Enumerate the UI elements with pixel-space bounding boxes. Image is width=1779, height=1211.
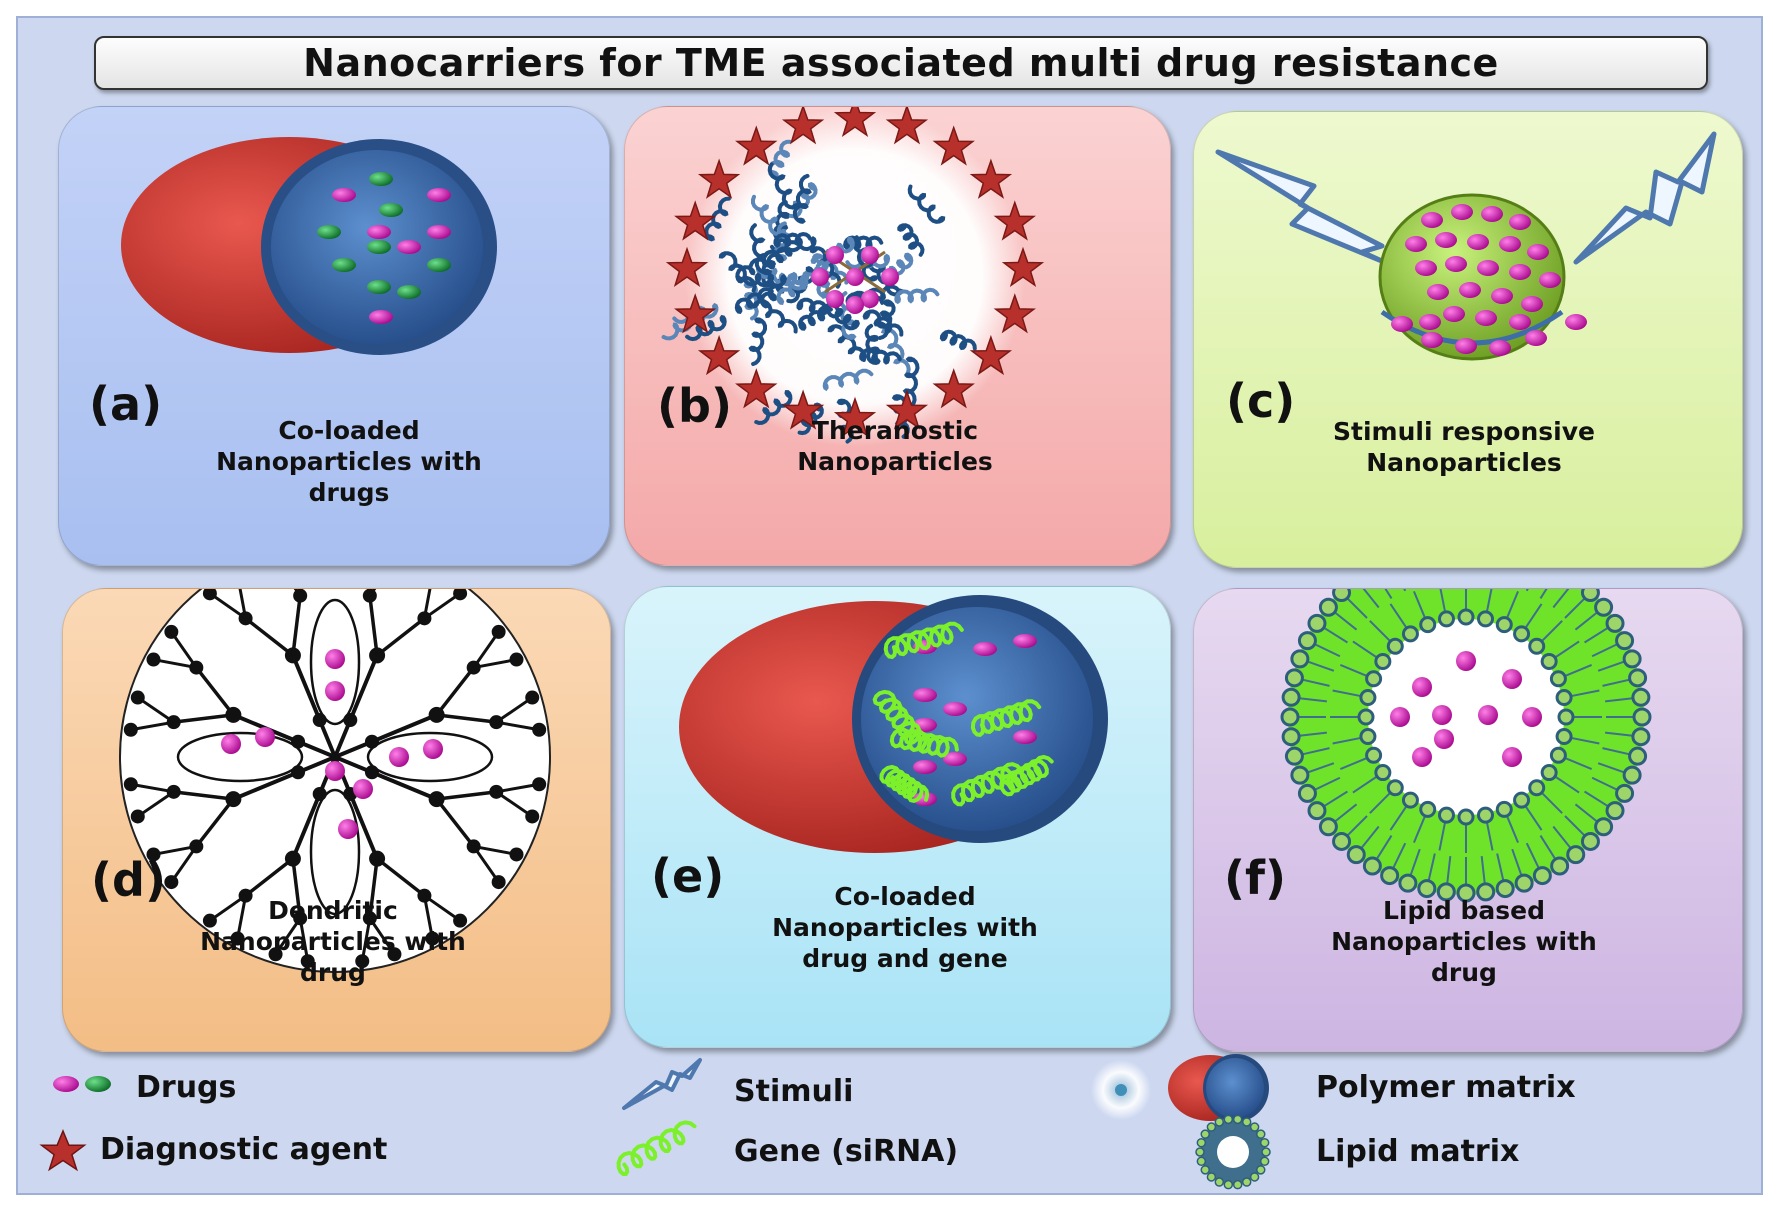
stimuli-bolt-icon <box>622 1058 702 1110</box>
lipid-heads-and-tails <box>1280 589 1652 903</box>
stimuli-responsive-illustration <box>1215 131 1717 361</box>
panel-label-c: (c) <box>1226 374 1296 428</box>
legend-drugs: Drugs <box>136 1070 237 1105</box>
panel-label-d: (d) <box>91 853 166 907</box>
legend-diagnostic-agent: Diagnostic agent <box>100 1132 388 1167</box>
panel-label-e: (e) <box>651 849 725 903</box>
panel-label-a: (a) <box>89 377 163 431</box>
co-loaded-drug-gene-illustration <box>679 595 1108 853</box>
panel-caption-a: Co-loaded Nanoparticles with drugs <box>216 416 482 507</box>
dendrimer-illustration <box>119 589 551 973</box>
gene-sirna-icon <box>616 1120 697 1176</box>
drugs-icon <box>53 1076 111 1092</box>
figure-frame: Nanocarriers for TME associated multi dr… <box>16 16 1763 1195</box>
panel-caption-b: Theranostic Nanoparticles <box>797 416 993 476</box>
panel-caption-c: Stimuli responsive Nanoparticles <box>1333 417 1595 477</box>
theranostic-mini-icon <box>1091 1060 1151 1120</box>
panel-label-f: (f) <box>1224 851 1287 905</box>
panel-caption-e: Co-loaded Nanoparticles with drug and ge… <box>772 882 1038 973</box>
diagnostic-agent-stars <box>665 107 1045 438</box>
core-drug-particles <box>811 246 899 314</box>
stimuli-bolt-left <box>1215 149 1387 265</box>
figure-title: Nanocarriers for TME associated multi dr… <box>94 36 1708 90</box>
drug-particles <box>1390 651 1542 767</box>
panel-caption-f: Lipid based Nanoparticles with drug <box>1331 896 1597 987</box>
drug-particles <box>317 172 451 324</box>
panel-c-stimuli-responsive: (c) Stimuli responsive Nanoparticles <box>1193 111 1743 568</box>
legend-stimuli: Stimuli <box>734 1074 854 1109</box>
liposome-illustration <box>1280 589 1652 903</box>
panel-label-b: (b) <box>657 379 732 433</box>
drug-particles <box>221 649 443 839</box>
panel-f-lipid-based: (f) Lipid based Nanoparticles with drug <box>1193 588 1743 1052</box>
lipid-matrix-icon <box>1195 1114 1271 1190</box>
theranostic-nanoparticle-illustration <box>661 107 1045 447</box>
legend-lipid-matrix: Lipid matrix <box>1316 1134 1520 1169</box>
panel-e-drug-and-gene: (e) Co-loaded Nanoparticles with drug an… <box>624 586 1171 1048</box>
polymer-matrix-icon <box>1168 1054 1269 1122</box>
diagnostic-agent-star-icon <box>39 1129 87 1172</box>
panel-b-theranostic: (b) Theranostic Nanoparticles <box>624 106 1171 566</box>
legend-polymer-matrix: Polymer matrix <box>1316 1070 1576 1105</box>
panel-d-dendritic: (d) Dendritic Nanoparticles with drug <box>62 588 611 1052</box>
stimuli-bolt-right <box>1573 131 1717 265</box>
gene-sirna-coils <box>872 621 1054 807</box>
drug-particles <box>913 634 1037 806</box>
panel-a-co-loaded-drugs: (a) Co-loaded Nanoparticles with drugs <box>58 106 610 566</box>
drug-particles <box>1391 204 1587 356</box>
panel-caption-d: Dendritic Nanoparticles with drug <box>200 896 466 987</box>
co-loaded-nanoparticle-illustration <box>121 137 497 355</box>
legend-gene-sirna: Gene (siRNA) <box>734 1134 959 1169</box>
